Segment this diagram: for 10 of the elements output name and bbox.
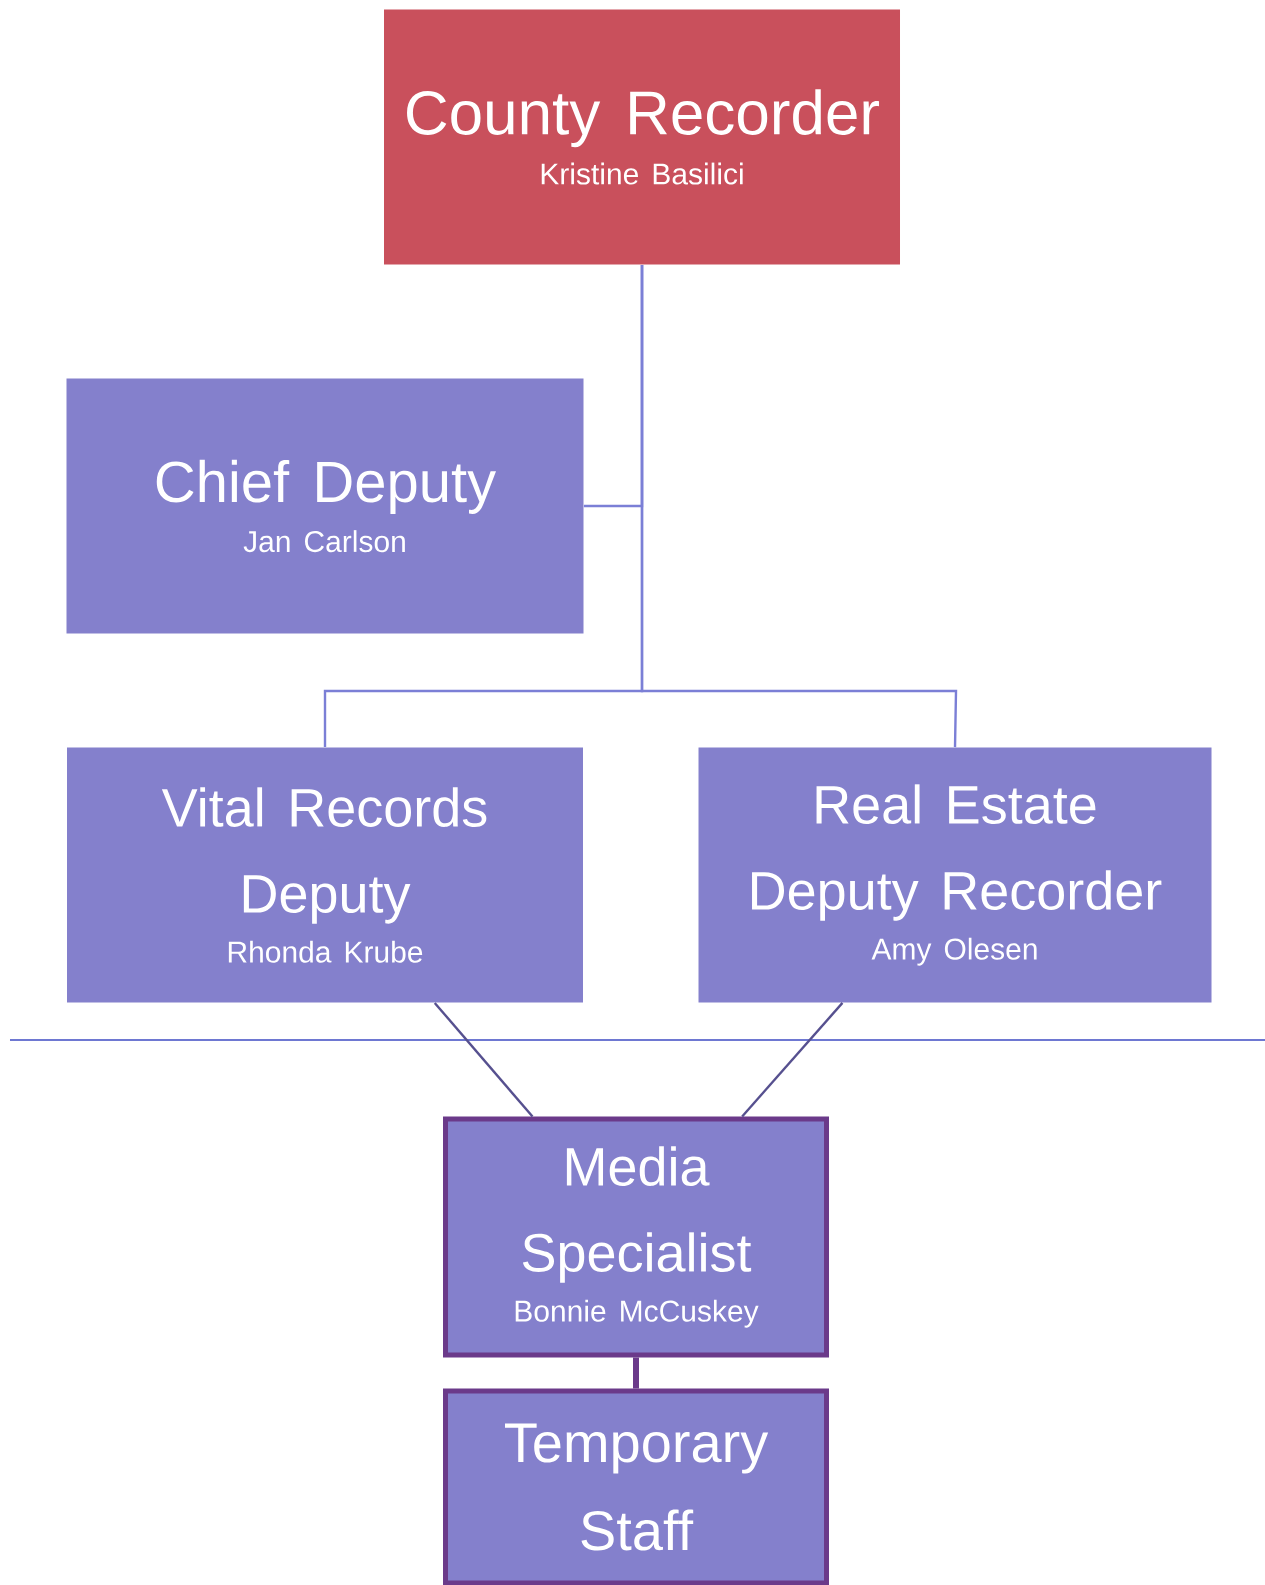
connector-line xyxy=(640,264,958,748)
org-box: Real Estate Deputy Recorder Amy Olesen xyxy=(698,747,1212,1003)
connector-line xyxy=(741,1002,844,1118)
connector-line xyxy=(433,1002,534,1118)
org-box: County Recorder Kristine Basilici xyxy=(384,9,900,265)
org-box: Chief Deputy Jan Carlson xyxy=(66,378,584,634)
org-box: Temporary Staff xyxy=(443,1388,829,1585)
org-box: Media Specialist Bonnie McCuskey xyxy=(443,1116,829,1358)
connector-line xyxy=(633,1357,639,1389)
org-box: Vital Records Deputy Rhonda Krube xyxy=(67,747,583,1003)
